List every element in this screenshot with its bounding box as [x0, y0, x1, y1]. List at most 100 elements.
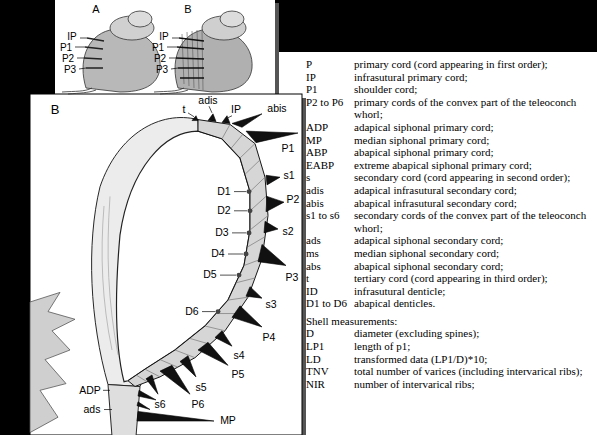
table-row: LP1length of p1;	[306, 340, 592, 353]
table-row: Shell measurements:	[306, 310, 592, 328]
outer-lip	[128, 120, 268, 387]
definition: tertiary cord (cord appearing in third o…	[354, 272, 592, 285]
callout-label: D4	[211, 248, 224, 260]
abbreviation: EABP	[306, 159, 354, 172]
definition: abapical siphonal primary cord;	[354, 146, 592, 159]
table-row: P2 to P6primary cords of the convex part…	[306, 96, 592, 121]
abbreviation: ABP	[306, 146, 354, 159]
table-row: s1 to s6secondary cords of the convex pa…	[306, 209, 592, 234]
definition: abapical infrasutural secondary cord;	[354, 197, 592, 210]
table-row: ssecondary cord (cord appearing in secon…	[306, 171, 592, 184]
table-row: IDinfrasutural denticle;	[306, 285, 592, 298]
callout-label: P1	[282, 143, 295, 155]
definition: abapical siphonal secondary cord;	[354, 260, 592, 273]
definition: adapical siphonal primary cord;	[354, 121, 592, 134]
definition: shoulder cord;	[354, 83, 592, 96]
definition: primary cords of the convex part of the …	[354, 96, 592, 121]
callout-label: s4	[233, 350, 244, 362]
table-row: P1shoulder cord;	[306, 83, 592, 96]
abbreviation: ID	[306, 285, 354, 298]
callout-label: B	[184, 3, 191, 15]
callout-label: s1	[283, 170, 294, 182]
callout-label: P5	[232, 369, 245, 381]
definition: length of p1;	[354, 340, 592, 353]
callout-label: adis	[198, 95, 217, 107]
definition: infrasutural denticle;	[354, 285, 592, 298]
leader-line	[75, 38, 87, 69]
abbreviation: P2 to P6	[306, 96, 354, 121]
table-row: IPinfrasutural primary cord;	[306, 71, 592, 84]
abbreviation: s	[306, 171, 354, 184]
table-row: ABPabapical siphonal primary cord;	[306, 146, 592, 159]
leader-line	[167, 38, 179, 69]
top-panel	[55, 0, 275, 94]
callout-label: IP	[159, 31, 168, 42]
abbreviation: P1	[306, 83, 354, 96]
table-row: Ddiameter (excluding spines);	[306, 327, 592, 340]
abbreviation: adis	[306, 184, 354, 197]
definition: transformed data (LP1/D)*10;	[354, 353, 592, 366]
callout-label: ADP	[79, 385, 101, 397]
callout-label: P3	[156, 64, 168, 75]
shell-apex-b	[154, 11, 252, 94]
siphonal-canal	[108, 385, 140, 435]
definition: secondary cords of the convex part of th…	[354, 209, 592, 234]
callout-label: IP	[231, 104, 241, 116]
abbreviation: ads	[306, 234, 354, 247]
abbreviation: LD	[306, 353, 354, 366]
table-heading: Shell measurements:	[306, 315, 397, 328]
spine	[137, 114, 298, 421]
table-row: LDtransformed data (LP1/D)*10;	[306, 353, 592, 366]
abbreviation: abis	[306, 197, 354, 210]
shell-fragment	[30, 292, 75, 432]
abbreviation: D1 to D6	[306, 297, 354, 310]
abbreviation: ADP	[306, 121, 354, 134]
callout-label: P2	[287, 194, 300, 206]
callout-label: s3	[265, 299, 276, 311]
callout-label: D1	[217, 186, 230, 198]
definition: median siphonal primary cord;	[354, 134, 592, 147]
abbreviation: TNV	[306, 365, 354, 378]
table-row: ttertiary cord (cord appearing in third …	[306, 272, 592, 285]
shell-section	[30, 106, 298, 435]
callout-label: s2	[282, 226, 293, 238]
callout-label: s6	[154, 399, 165, 411]
callout-label: P2	[154, 53, 166, 64]
callout-label: P3	[286, 272, 299, 284]
abbreviation-table: Pprimary cord (cord appearing in first o…	[306, 58, 592, 390]
table-row: adsadapical siphonal secondary cord;	[306, 234, 592, 247]
definition: total number of varices (including inter…	[354, 365, 592, 378]
leader-line	[103, 106, 247, 409]
table-row: abisabapical infrasutural secondary cord…	[306, 197, 592, 210]
callout-label: abis	[267, 103, 286, 115]
abbreviation: ms	[306, 247, 354, 260]
abbreviation: MP	[306, 134, 354, 147]
table-row: msmedian siphonal secondary cord;	[306, 247, 592, 260]
definition: adapical siphonal secondary cord;	[354, 234, 592, 247]
definition: abapical denticles.	[354, 297, 592, 310]
callout-label: B	[51, 103, 60, 117]
table-row: adisadapical infrasutural secondary cord…	[306, 184, 592, 197]
abbreviation: s1 to s6	[306, 209, 354, 234]
abbreviation: NIR	[306, 378, 354, 391]
callout-label: t	[183, 104, 186, 116]
abbreviation: t	[306, 272, 354, 285]
callout-label: P1	[152, 42, 164, 53]
callout-label: P6	[192, 399, 205, 411]
callout-label: A	[92, 3, 99, 15]
callout-label: D3	[215, 227, 228, 239]
callout-label: P4	[263, 332, 276, 344]
callout-label: s5	[195, 382, 206, 394]
callout-label: MP	[220, 415, 236, 427]
definition: median siphonal secondary cord;	[354, 247, 592, 260]
abbreviation: P	[306, 58, 354, 71]
callout-label: P2	[62, 53, 74, 64]
definition: number of intervarical ribs;	[354, 378, 592, 391]
abbreviation: LP1	[306, 340, 354, 353]
table-row: MPmedian siphonal primary cord;	[306, 134, 592, 147]
definition: diameter (excluding spines);	[354, 327, 592, 340]
table-row: TNVtotal number of varices (including in…	[306, 365, 592, 378]
callout-label: P1	[60, 42, 72, 53]
